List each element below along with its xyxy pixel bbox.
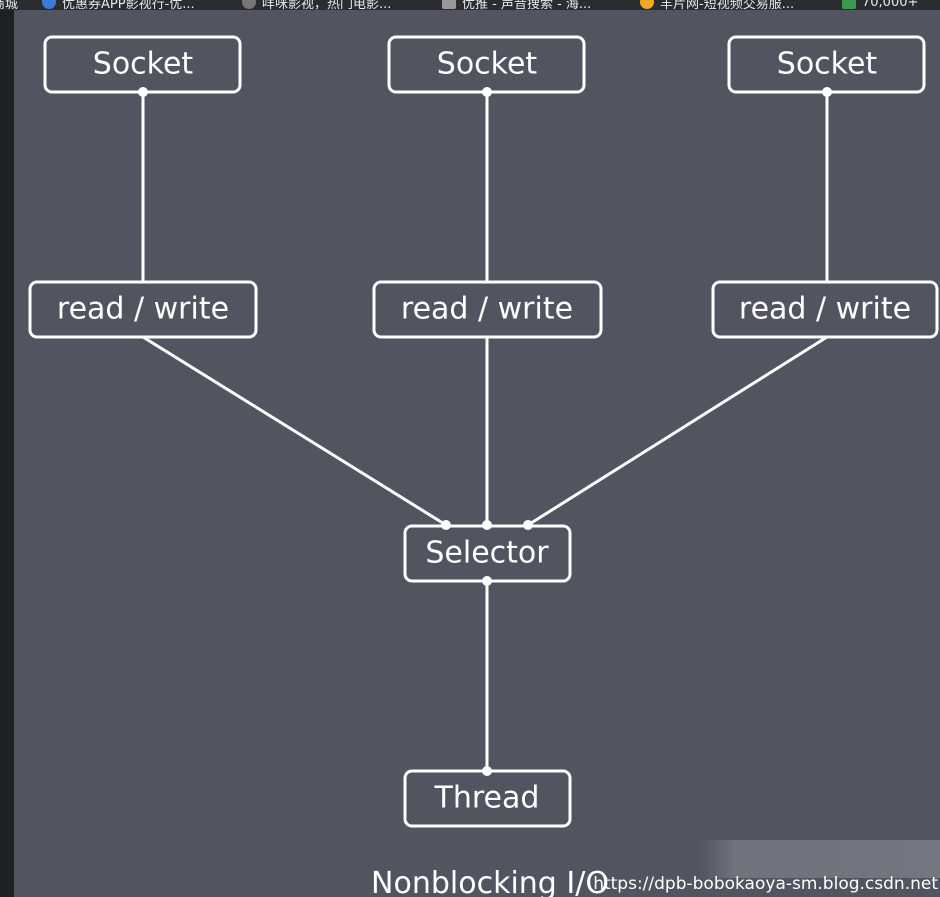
selector-label: Selector [425,536,549,571]
read-write-label: read / write [401,292,573,327]
connector-dot [523,520,533,530]
bars-icon [442,0,456,9]
socket-node-3: Socket [727,35,926,94]
read-write-label: read / write [57,292,229,327]
socket-label: Socket [93,47,194,82]
read-write-label: read / write [739,292,911,327]
socket-node-1: Socket [43,35,242,94]
bird-icon [42,0,56,9]
read-write-node-2: read / write [372,280,603,339]
selector-node: Selector [403,524,572,583]
bookmark-label: 70,000+ [862,0,919,10]
bookmark-label: 优推 - 声音搜索 - 海... [462,0,592,10]
source-watermark: https://dpb-bobokaoya-sm.blog.csdn.net [593,874,938,894]
orange-circle-icon [640,0,654,9]
read-write-node-1: read / write [28,280,258,339]
socket-label: Socket [777,47,878,82]
diagram-caption: Nonblocking I/O [371,866,609,897]
bookmark-item[interactable]: 优推 - 声音搜索 - 海... [442,0,591,10]
bookmark-item[interactable]: 优惠券APP影视行-优... [42,0,195,10]
connector-dot [482,87,492,97]
bookmark-item[interactable]: 70,000+ [842,0,918,10]
connector-dot [482,520,492,530]
px-icon [842,0,856,9]
bookmark-item[interactable]: 羊片网-短视频交易服... [640,0,794,10]
edge-rw1-selector [142,335,447,527]
bookmarks-bar: 商城 优惠券APP影视行-优... 咩咪影视，热门电影... 优推 - 声音搜索… [0,0,940,10]
window-edge [0,10,14,897]
read-write-node-3: read / write [711,280,939,339]
bookmark-item[interactable]: 咩咪影视，热门电影... [242,0,391,10]
bookmark-label: 羊片网-短视频交易服... [660,0,795,10]
connector-dot [482,766,492,776]
thread-node: Thread [403,769,572,828]
socket-label: Socket [437,47,538,82]
socket-node-2: Socket [387,35,586,94]
edge-rw3-selector [527,335,828,527]
bookmark-item[interactable]: 商城 [0,0,18,10]
bookmark-label: 咩咪影视，热门电影... [262,0,392,10]
connector-dot [482,576,492,586]
connector-dot [138,87,148,97]
thread-label: Thread [434,781,540,816]
connector-dot [441,520,451,530]
bookmark-label: 优惠券APP影视行-优... [62,0,195,10]
connector-dot [822,87,832,97]
blurred-watermark-area [700,840,940,878]
bookmark-label: 商城 [0,0,19,10]
eye-icon [242,0,256,9]
